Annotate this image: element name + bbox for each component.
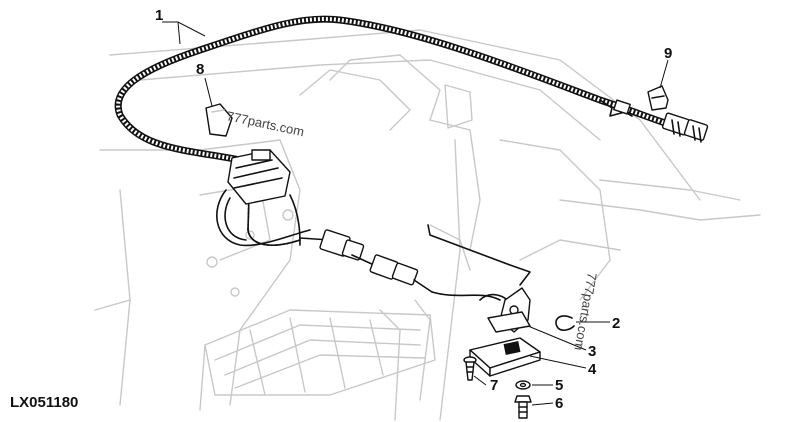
- watermark-1: 777parts.com: [225, 108, 305, 139]
- harness-end-connector: [661, 112, 709, 143]
- callout-9: 9: [664, 45, 672, 62]
- callout-3: 3: [588, 343, 596, 360]
- callout-5: 5: [555, 377, 563, 394]
- callout-8: 8: [196, 61, 204, 78]
- leader-lines: [162, 21, 669, 406]
- part-9-cap: [647, 85, 669, 111]
- inline-connector-b: [369, 254, 501, 301]
- main-connector: [216, 149, 331, 247]
- wiring-harness: [114, 15, 709, 164]
- inline-connector-a: [319, 229, 375, 266]
- switch-body: [469, 337, 541, 377]
- callout-4: 4: [588, 361, 597, 378]
- part-7-screw: [463, 356, 477, 381]
- callout-7: 7: [490, 377, 498, 394]
- watermark-2: 777parts.com: [571, 271, 599, 351]
- part-2-snap-ring: [555, 315, 575, 331]
- callout-1: 1: [155, 7, 163, 24]
- step-platform: [199, 309, 436, 411]
- figure-id: LX051180: [10, 394, 78, 411]
- sensor-bracket: [427, 224, 531, 333]
- callout-2: 2: [612, 315, 620, 332]
- part-5-washer: [515, 380, 531, 390]
- part-6-bolt: [514, 395, 532, 419]
- part-8-clip: [205, 103, 233, 137]
- callout-6: 6: [555, 395, 563, 412]
